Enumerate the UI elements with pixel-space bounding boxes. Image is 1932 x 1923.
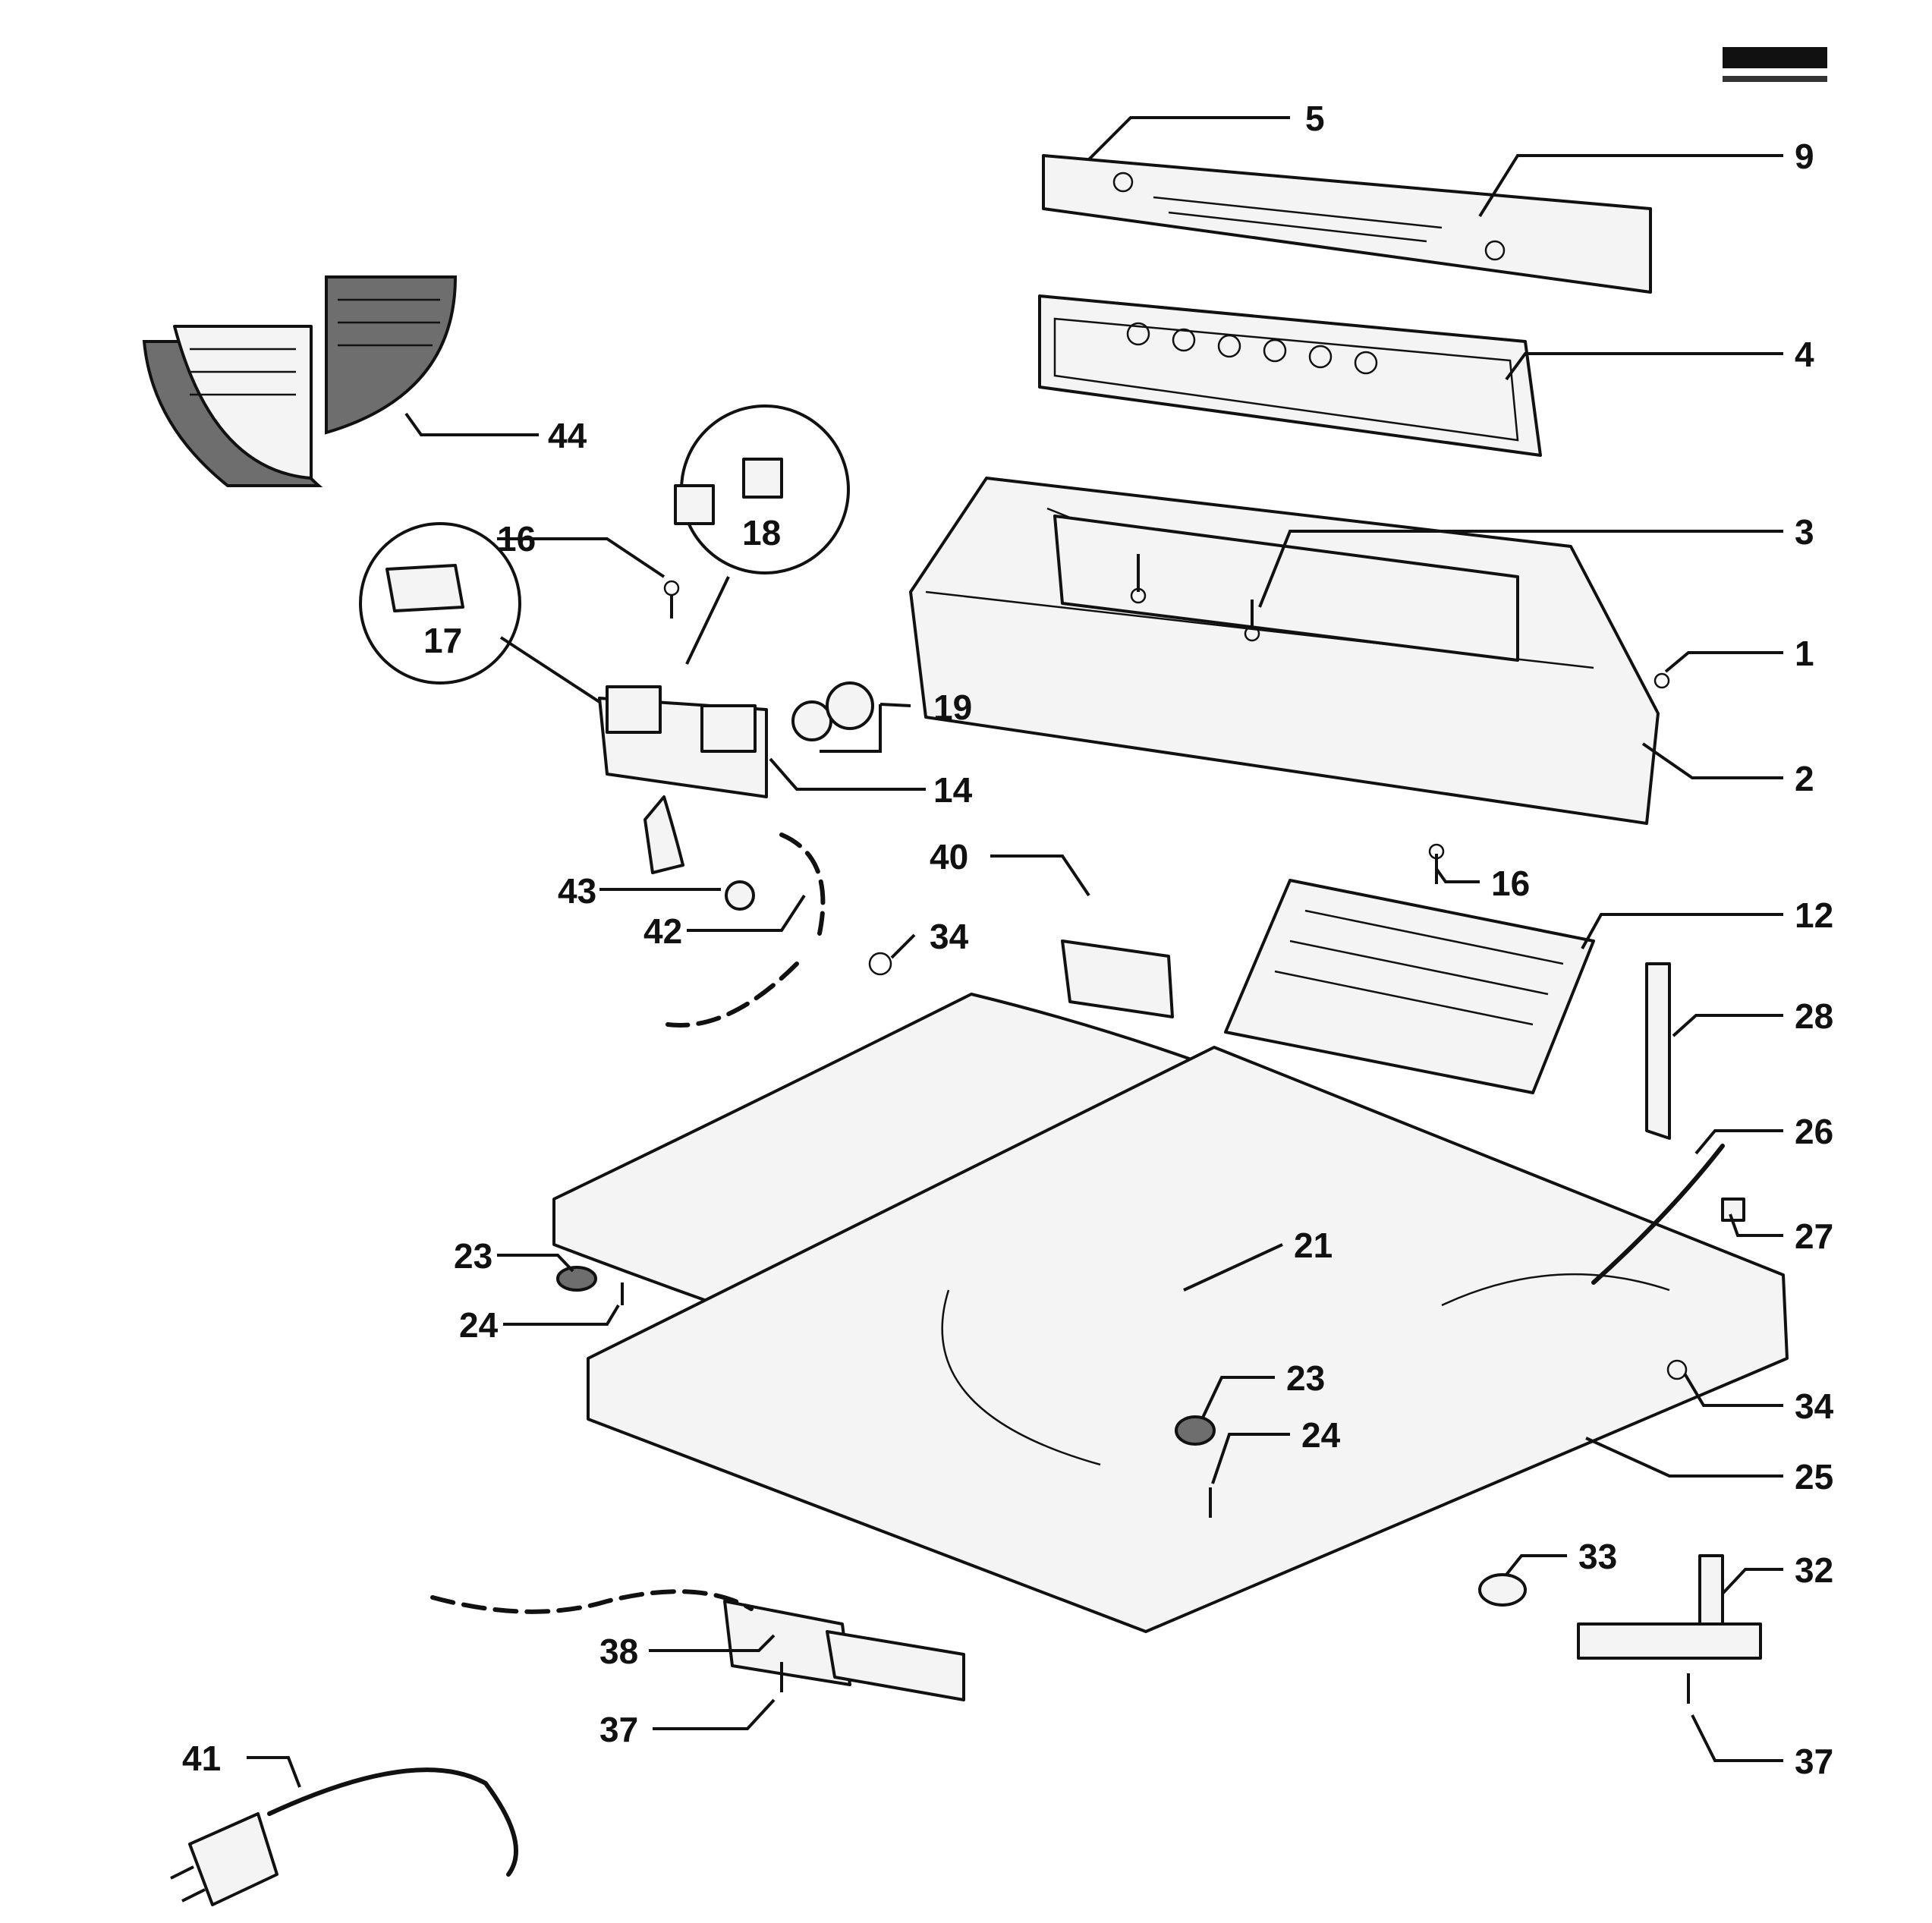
- part-1-screw: [1654, 672, 1670, 689]
- part-14-water-valve: [598, 685, 768, 874]
- callout-25: 25: [1795, 1457, 1833, 1497]
- callout-1: 1: [1795, 634, 1814, 673]
- callout-44: 44: [548, 416, 587, 455]
- part-44-labels: [142, 275, 458, 487]
- part-27-clip: [1721, 1198, 1745, 1222]
- part-40-bracket: [1061, 939, 1174, 1018]
- part-32-hose: [1577, 1554, 1762, 1660]
- callout-23-right: 23: [1286, 1358, 1325, 1398]
- callout-3: 3: [1795, 512, 1814, 552]
- part-37-screw: [780, 1662, 1690, 1704]
- callout-4: 4: [1795, 335, 1814, 374]
- part-34-clip-lower: [1666, 1359, 1688, 1380]
- callout-19: 19: [933, 688, 972, 727]
- part-43-grommet: [725, 880, 755, 911]
- callout-27: 27: [1795, 1216, 1833, 1256]
- callout-40: 40: [930, 837, 968, 877]
- callout-34-lower: 34: [1795, 1386, 1834, 1426]
- callout-18: 18: [742, 513, 781, 552]
- part-25-top-cover: [587, 1046, 1789, 1633]
- part-26-hose: [1591, 1144, 1725, 1285]
- callout-17-detail: [359, 522, 601, 703]
- part-41-power-cord: [170, 1767, 518, 1906]
- callout-12: 12: [1795, 895, 1833, 935]
- part-12-control-board: [1224, 879, 1595, 1094]
- part-2-console: [909, 477, 1660, 825]
- part-42-wire: [666, 832, 826, 1028]
- callout-24-left: 24: [459, 1305, 499, 1345]
- part-38-lid-switch: [430, 1589, 965, 1701]
- part-23-plug: [556, 1266, 1216, 1446]
- callout-23-left: 23: [454, 1236, 492, 1276]
- callout-9: 9: [1795, 137, 1814, 176]
- callout-16-lower: 16: [1491, 864, 1530, 903]
- leader-lines: [247, 116, 1783, 1788]
- callout-37-right: 37: [1795, 1742, 1833, 1781]
- callout-5: 5: [1305, 99, 1325, 138]
- part-3-screw: [1130, 554, 1260, 642]
- part-33-hose-end: [1478, 1573, 1527, 1607]
- callout-24-right: 24: [1301, 1415, 1341, 1455]
- brand-logo: [1723, 47, 1827, 82]
- part-28-bracket: [1645, 962, 1671, 1140]
- callout-21: 21: [1294, 1226, 1333, 1265]
- callout-numbers: 5 9 4 44 16 18 3 17 1 19 14 2 40 16 43 4…: [182, 99, 1834, 1781]
- callout-33: 33: [1578, 1537, 1617, 1576]
- part-34-clip-upper: [868, 952, 892, 976]
- callout-18-detail: [674, 404, 850, 665]
- callout-42: 42: [643, 911, 682, 951]
- callout-28: 28: [1795, 996, 1833, 1036]
- part-5-control-overlay: [1042, 154, 1652, 294]
- callout-41: 41: [182, 1739, 221, 1778]
- callout-17: 17: [423, 621, 462, 660]
- callout-37-left: 37: [599, 1710, 638, 1749]
- callout-2: 2: [1795, 759, 1814, 798]
- callout-16-upper: 16: [497, 519, 536, 559]
- callout-14: 14: [933, 770, 973, 810]
- part-4-control-housing: [1038, 294, 1542, 457]
- callout-34-upper: 34: [930, 917, 969, 956]
- callout-26: 26: [1795, 1112, 1833, 1151]
- part-16-screw-upper: [663, 580, 680, 618]
- callout-38: 38: [599, 1632, 638, 1671]
- part-19-nut: [791, 681, 874, 741]
- part-24-screw: [621, 1283, 1212, 1518]
- callout-43: 43: [558, 871, 596, 911]
- callout-32: 32: [1795, 1550, 1833, 1590]
